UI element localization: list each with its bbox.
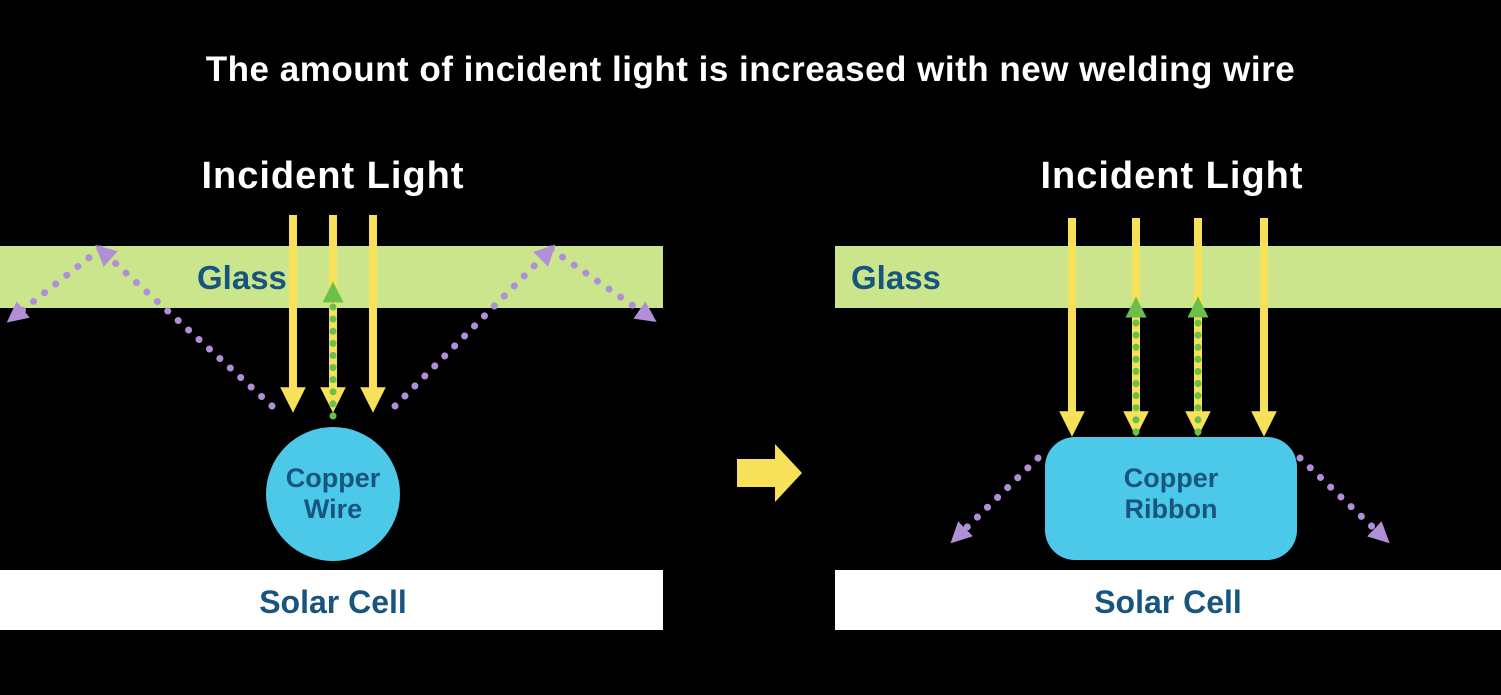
glass-panel-right <box>835 246 1501 308</box>
lost-light-ray <box>95 244 276 410</box>
copper-ribbon-shape <box>1045 437 1297 560</box>
copper-wire-label-line1: Copper <box>285 463 381 493</box>
solar-cell-label-right: Solar Cell <box>1094 584 1242 620</box>
incident-light-label-right: Incident Light <box>1040 155 1304 197</box>
incident-light-label-left: Incident Light <box>201 155 465 197</box>
copper-ribbon-label: Copper Ribbon <box>1061 463 1281 525</box>
copper-wire-label: Copper Wire <box>223 463 443 525</box>
copper-ribbon-label-line2: Ribbon <box>1124 494 1218 524</box>
glass-label-left: Glass <box>197 259 287 296</box>
lost-light-rays-left <box>6 244 657 410</box>
lost-light-ray <box>547 245 657 322</box>
solar-cell-panel-right <box>835 570 1501 630</box>
copper-wire-label-line2: Wire <box>303 494 363 524</box>
transition-right-arrow-icon <box>737 444 802 502</box>
solar-cell-panel-left <box>0 570 663 630</box>
copper-ribbon-label-line1: Copper <box>1123 463 1219 493</box>
solar-cell-label-left: Solar Cell <box>259 584 407 620</box>
copper-wire-shape <box>266 427 400 561</box>
lost-light-ray <box>950 454 1042 544</box>
lost-light-ray <box>6 245 104 323</box>
page-title: The amount of incident light is increase… <box>205 50 1296 89</box>
reflected-light-rays-right <box>1125 296 1209 436</box>
lost-light-rays-right <box>950 454 1390 544</box>
lost-light-ray <box>1296 454 1390 544</box>
glass-label-right: Glass <box>851 259 941 296</box>
lost-light-ray <box>391 244 556 410</box>
